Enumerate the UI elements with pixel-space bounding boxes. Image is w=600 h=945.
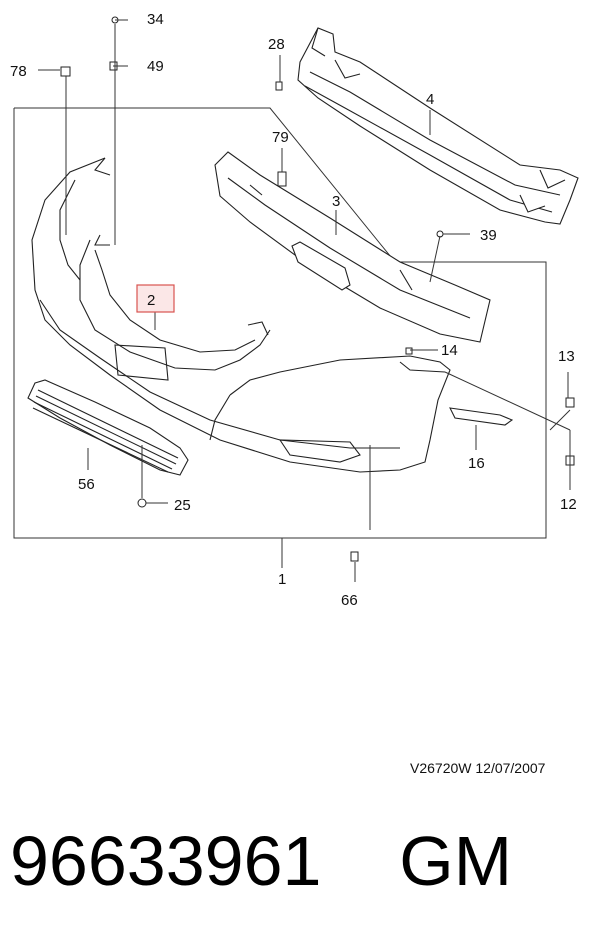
- callout-4: 4: [426, 91, 434, 108]
- callout-1: 1: [278, 571, 286, 588]
- callout-56: 56: [78, 476, 95, 493]
- callout-78: 78: [10, 63, 27, 80]
- callout-39: 39: [480, 227, 497, 244]
- leader-lines: [38, 19, 571, 582]
- part-3-energy-absorber: [214, 151, 491, 343]
- callout-49: 49: [147, 58, 164, 75]
- callout-79: 79: [272, 129, 289, 146]
- part-1-bumper-fascia: [31, 157, 451, 473]
- callout-12: 12: [560, 496, 577, 513]
- assembly-frame: [13, 107, 547, 539]
- part-number-title: 96633961 GM: [10, 826, 512, 896]
- part-number: 96633961: [10, 822, 322, 900]
- diagram-reference: V26720W 12/07/2007: [410, 760, 546, 776]
- callout-28: 28: [268, 36, 285, 53]
- brand-name: GM: [399, 822, 513, 900]
- callout-25: 25: [174, 497, 191, 514]
- callout-2: 2: [147, 292, 155, 309]
- callout-16: 16: [468, 455, 485, 472]
- callout-66: 66: [341, 592, 358, 609]
- callout-13: 13: [558, 348, 575, 365]
- part-56-lower-grille: [27, 379, 189, 476]
- callout-14: 14: [441, 342, 458, 359]
- callout-3: 3: [332, 193, 340, 210]
- callout-labels: 34 49 78 28 4 79 3 39 2 14 13 16 56 25 1…: [10, 11, 577, 609]
- callout-34: 34: [147, 11, 164, 28]
- part-4-reinforcement-beam: [297, 27, 579, 225]
- part-16-bracket: [449, 407, 514, 426]
- part-2-highlight-box: [136, 284, 175, 313]
